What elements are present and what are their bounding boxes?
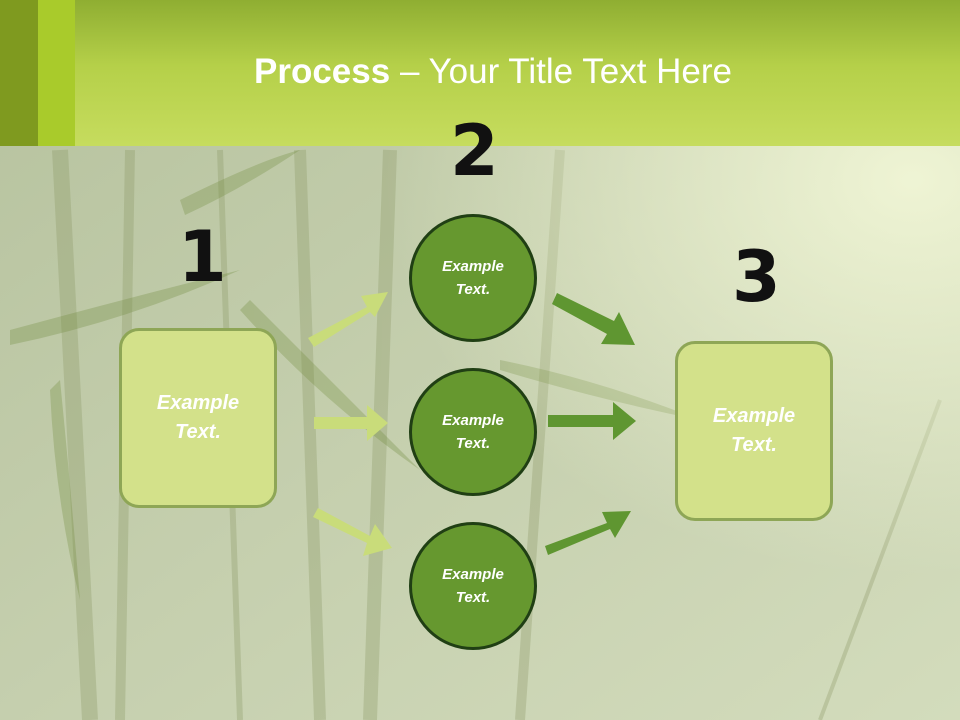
- title-rest: – Your Title Text Here: [390, 52, 732, 91]
- arrow-bottom-to-3: [545, 511, 631, 555]
- step-number-1: 1: [178, 216, 227, 298]
- arrow-1-to-bottom: [313, 508, 392, 556]
- step-2-circle-bottom: Example Text.: [409, 522, 537, 650]
- title-bold: Process: [254, 52, 391, 91]
- step-2-circle-top: Example Text.: [409, 214, 537, 342]
- header-accent-stripe-dark: [0, 0, 38, 146]
- step-3-text: Example Text.: [712, 405, 796, 456]
- page-title: Process – Your Title Text Here: [0, 52, 960, 92]
- dark-arrows: [545, 293, 636, 555]
- step-3-box: Example Text.: [675, 341, 833, 521]
- light-arrows: [308, 292, 392, 556]
- arrow-top-to-3: [552, 293, 635, 345]
- step-number-3: 3: [732, 236, 781, 318]
- arrow-1-to-middle: [314, 405, 388, 441]
- title-bar: [0, 0, 960, 146]
- step-1-text: Example Text.: [156, 392, 240, 443]
- step-2-circle-middle: Example Text.: [409, 368, 537, 496]
- step-number-2: 2: [450, 110, 499, 192]
- circle-middle-text: Example Text.: [442, 412, 504, 452]
- arrow-middle-to-3: [548, 402, 636, 440]
- header-accent-stripe-light: [38, 0, 75, 146]
- arrow-1-to-top: [308, 292, 388, 347]
- circle-bottom-text: Example Text.: [442, 566, 504, 606]
- circle-top-text: Example Text.: [442, 258, 504, 298]
- step-1-box: Example Text.: [119, 328, 277, 508]
